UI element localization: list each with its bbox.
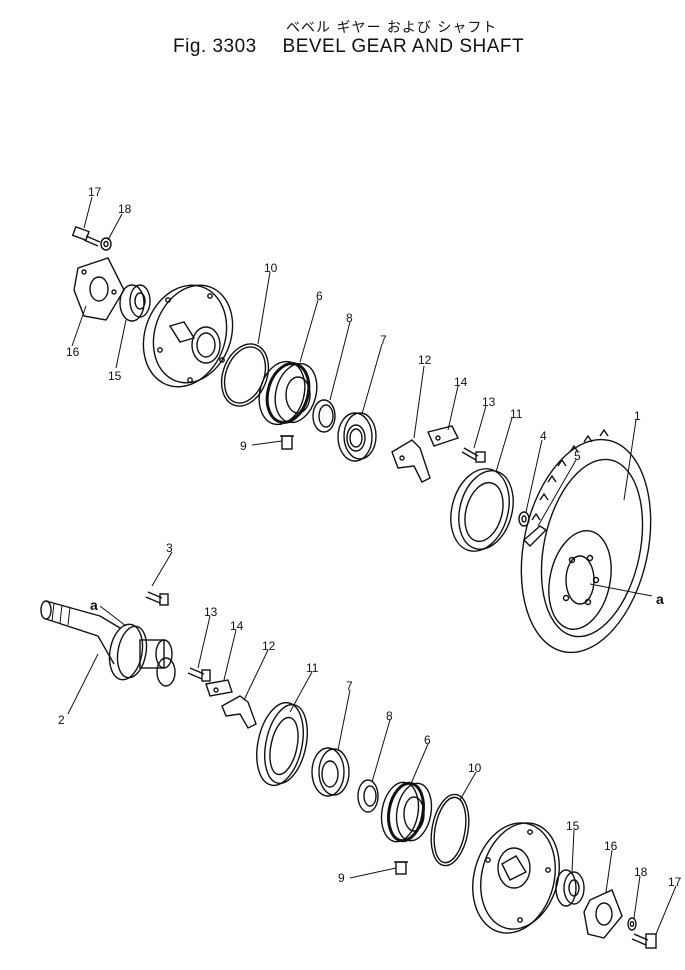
label-part-8-bottom: 8 — [386, 709, 393, 723]
label-part-17-top: 17 — [88, 185, 102, 199]
label-part-5: 5 — [574, 449, 581, 463]
label-part-4: 4 — [540, 429, 547, 443]
bolt-13-bottom — [187, 667, 211, 682]
lock-5 — [522, 525, 548, 547]
label-part-11-top: 11 — [510, 407, 523, 421]
nut-15-bottom — [555, 869, 585, 907]
label-part-9-top: 9 — [240, 439, 247, 453]
label-part-10-top: 10 — [264, 261, 278, 275]
label-part-8-top: 8 — [346, 311, 353, 325]
figure-title: BEVEL GEAR AND SHAFT — [282, 36, 525, 57]
label-part-6-top: 6 — [316, 289, 323, 303]
label-ref-a-gear: a — [656, 591, 664, 607]
label-part-18-bottom: 18 — [634, 865, 648, 879]
cage-6-top — [258, 360, 318, 426]
bearing-7-bottom — [311, 747, 350, 797]
title-japanese: ベベル ギヤー および シャフト — [286, 20, 498, 36]
label-part-11-bottom: 11 — [306, 661, 319, 675]
label-part-2: 2 — [58, 713, 65, 727]
label-part-15-top: 15 — [108, 369, 122, 383]
nut-ring-11-top — [450, 468, 514, 552]
page-title: Fig. 3303 BEVEL GEAR AND SHAFT — [173, 36, 524, 58]
washer-18-bottom — [627, 917, 637, 931]
pinion-shaft-2 — [40, 600, 176, 687]
lock-14-top — [427, 425, 459, 447]
nut-15-top — [119, 284, 151, 322]
carrier-housing-top — [142, 284, 234, 388]
seal-8-bottom — [357, 779, 379, 813]
washer-18-top — [100, 237, 112, 251]
label-part-12-top: 12 — [418, 353, 432, 367]
cover-16-top — [73, 257, 125, 321]
bolt-3 — [145, 591, 169, 606]
label-part-14-top: 14 — [454, 375, 468, 389]
label-part-6-bottom: 6 — [424, 733, 431, 747]
label-part-18-top: 18 — [118, 202, 132, 216]
nut-ring-11-bottom — [256, 701, 308, 787]
plug-9-bottom — [394, 861, 408, 875]
label-part-7-top: 7 — [380, 333, 387, 347]
bolt-13-top — [461, 447, 486, 463]
plate-12-bottom — [221, 695, 257, 729]
bolt-17-bottom — [631, 933, 657, 949]
label-part-14-bottom: 14 — [230, 619, 244, 633]
label-part-12-bottom: 12 — [262, 639, 276, 653]
bevel-gear-1 — [520, 428, 652, 654]
label-part-17-bottom: 17 — [668, 875, 682, 889]
label-part-16-top: 16 — [66, 345, 80, 359]
leader-lines — [67, 196, 677, 935]
label-part-1: 1 — [634, 409, 641, 423]
plate-12-top — [391, 439, 431, 483]
label-part-15-bottom: 15 — [566, 819, 580, 833]
label-part-16-bottom: 16 — [604, 839, 618, 853]
cover-16-bottom — [583, 889, 623, 939]
bolt-17-top — [71, 225, 101, 247]
label-ref-a-shaft: a — [90, 597, 98, 613]
label-part-13-bottom: 13 — [204, 605, 218, 619]
label-part-3: 3 — [166, 541, 173, 555]
label-part-7-bottom: 7 — [346, 679, 353, 693]
plug-9-top — [280, 435, 294, 450]
bearing-7-top — [337, 412, 377, 462]
lock-14-bottom — [205, 679, 233, 697]
seal-8-top — [312, 399, 336, 433]
carrier-housing-bottom — [472, 822, 560, 934]
o-ring-10-bottom — [430, 793, 470, 867]
label-part-13-top: 13 — [482, 395, 496, 409]
figure-number: Fig. 3303 — [173, 36, 257, 57]
label-part-9-bottom: 9 — [338, 871, 345, 885]
label-part-10-bottom: 10 — [468, 761, 482, 775]
cage-6-bottom — [380, 781, 433, 843]
